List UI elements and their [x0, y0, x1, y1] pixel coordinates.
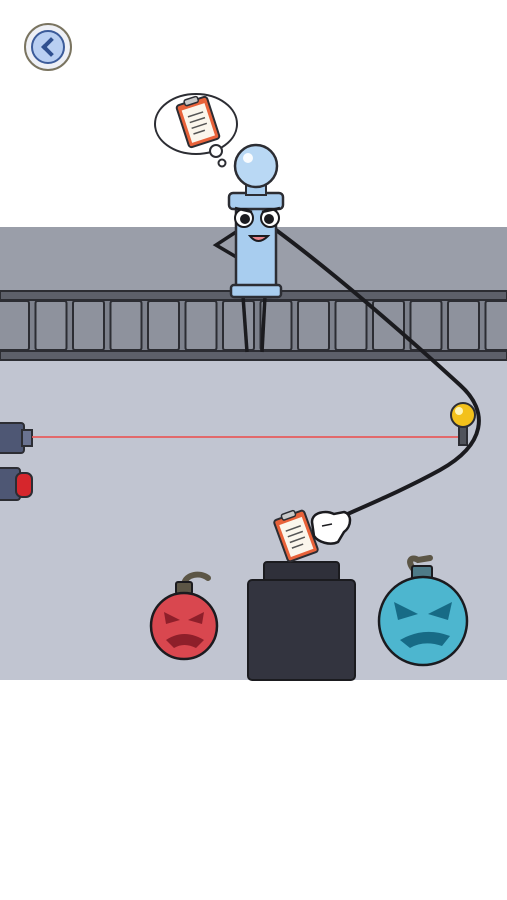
glove-hand-icon [310, 510, 352, 545]
rail-panel [447, 300, 480, 351]
blue-bomb[interactable] [377, 555, 469, 667]
rail-panel [0, 300, 30, 351]
alarm-light [0, 467, 33, 501]
yellow-button[interactable] [450, 402, 476, 446]
clipboard-icon [175, 95, 221, 149]
laser-emitter [0, 422, 33, 454]
rail-panel [484, 300, 507, 351]
rail-panel [297, 300, 330, 351]
left-arm [212, 230, 240, 260]
clipboard-icon[interactable] [272, 507, 319, 563]
rail-panel [222, 300, 255, 351]
rail-panel [147, 300, 180, 351]
back-button[interactable] [24, 23, 72, 71]
pedestal [247, 561, 356, 681]
rail-panel [259, 300, 293, 351]
rail-panel [34, 300, 68, 351]
stretchy-arm [274, 228, 481, 524]
thought-bubble [154, 93, 238, 168]
rail-panel [372, 300, 405, 351]
character [227, 143, 285, 353]
red-bomb[interactable] [149, 571, 219, 661]
chevron-left-icon [31, 30, 65, 64]
rail-panel [184, 300, 218, 351]
rail-panel [334, 300, 368, 351]
rail-panel [72, 300, 105, 351]
railing [0, 290, 507, 361]
rail-panel [109, 300, 143, 351]
rail-panel [409, 300, 443, 351]
